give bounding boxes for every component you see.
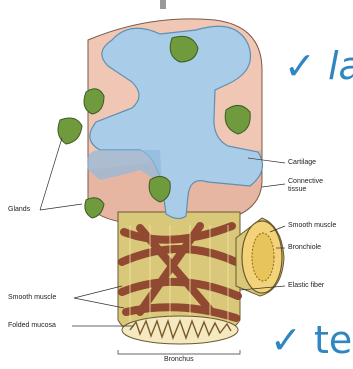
label-bronchus: Bronchus — [164, 356, 194, 364]
checkmark-icon: ✓ — [270, 318, 302, 362]
label-bronchiole: Bronchiole — [288, 244, 321, 252]
label-folded-mucosa: Folded mucosa — [8, 322, 56, 330]
label-connective-tissue-line1: Connective — [288, 178, 323, 186]
slide-bullet-1-text: la — [328, 44, 353, 88]
label-cartilage: Cartilage — [288, 159, 316, 167]
label-elastic-fiber: Elastic fiber — [288, 282, 324, 290]
slide-bullet-2-text: te — [314, 318, 352, 362]
bronchiole-lumen — [252, 233, 274, 281]
label-smooth-muscle-right: Smooth muscle — [288, 222, 336, 230]
label-smooth-muscle-left: Smooth muscle — [8, 294, 56, 302]
top-marker — [160, 0, 166, 9]
checkmark-icon: ✓ — [284, 44, 316, 88]
label-glands: Glands — [8, 206, 30, 214]
label-connective-tissue-line2: tissue — [288, 186, 306, 194]
slide-bullet-1: ✓ la — [284, 46, 353, 86]
slide-bullet-2: ✓ te — [270, 320, 352, 360]
